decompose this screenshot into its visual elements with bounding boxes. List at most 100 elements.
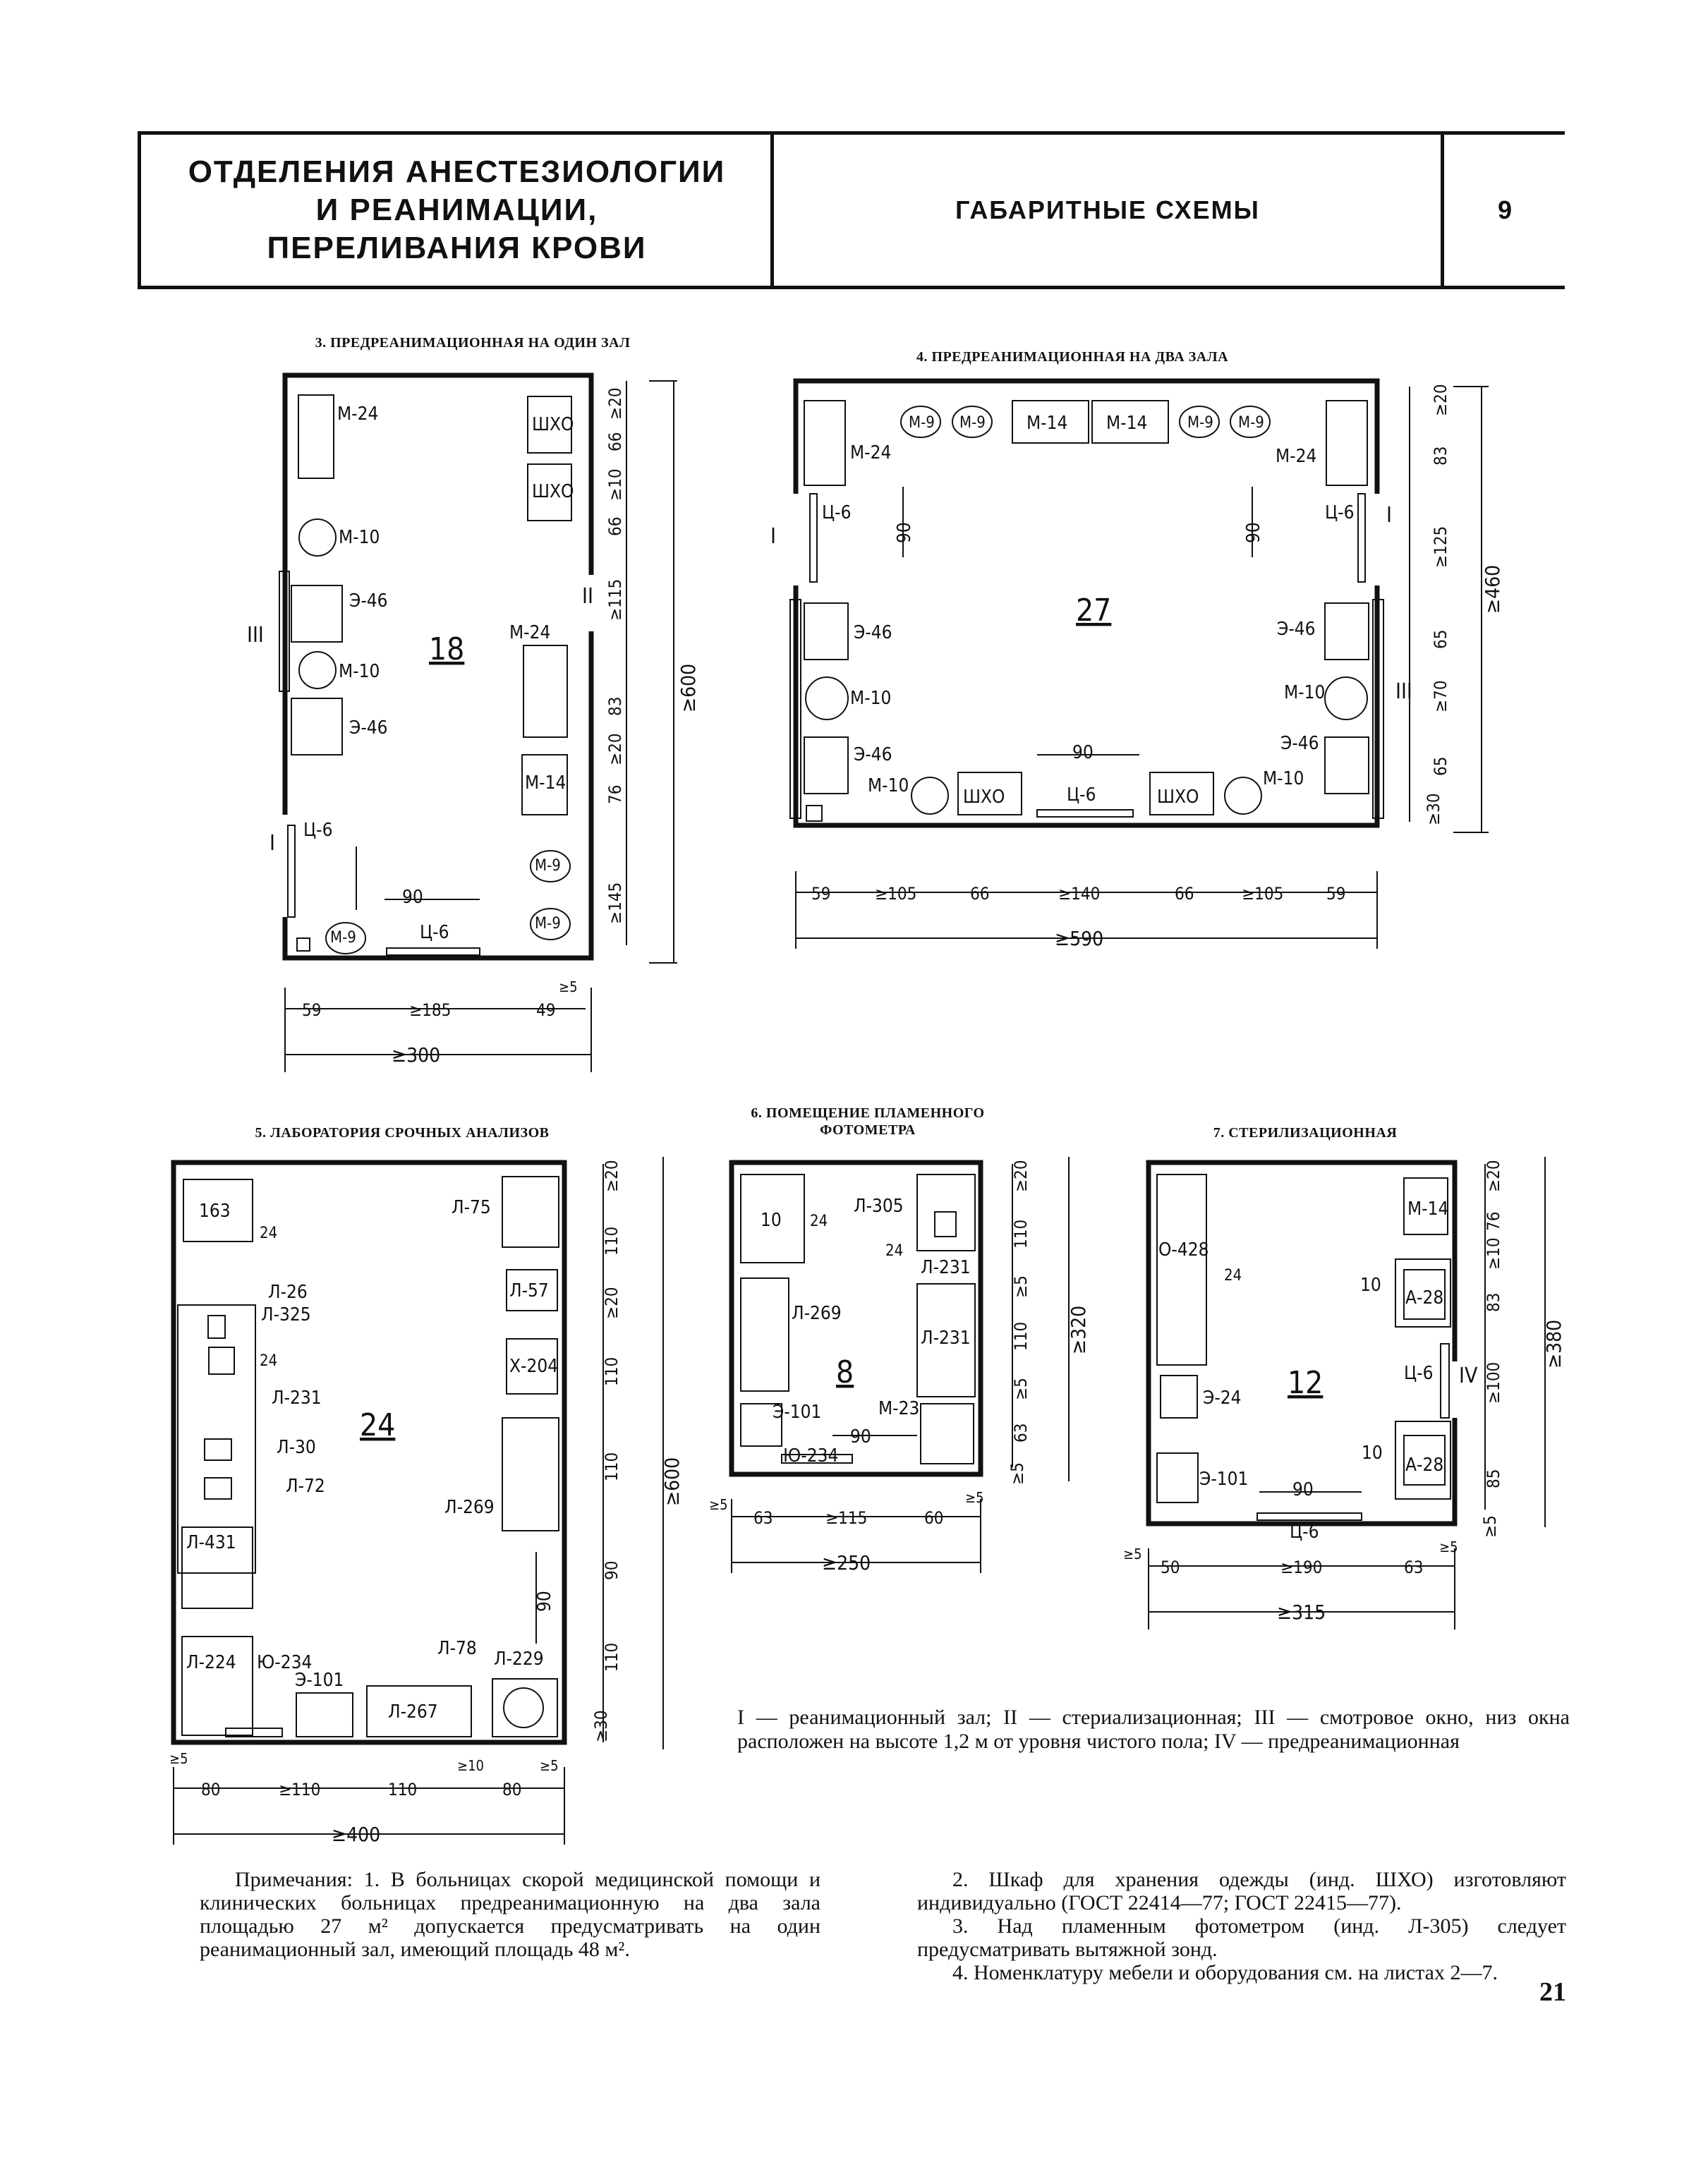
stool-m10 xyxy=(298,651,337,689)
plan-4 xyxy=(789,378,1489,949)
dim-label: 66 xyxy=(605,432,625,451)
label: Ц-6 xyxy=(1067,784,1096,806)
label: Ц-6 xyxy=(420,922,449,943)
label: М-14 xyxy=(525,772,566,794)
roman-mark: I xyxy=(1386,503,1392,528)
dim-label: 60 xyxy=(924,1508,943,1528)
roman-mark: I xyxy=(770,524,776,549)
label: Л-431 xyxy=(186,1532,236,1553)
label: Л-229 xyxy=(494,1649,544,1670)
label: 90 xyxy=(1292,1479,1314,1500)
label: Л-305 xyxy=(854,1196,904,1217)
dim-label: 76 xyxy=(1484,1212,1503,1231)
plan-4-walls xyxy=(793,378,1380,828)
table-m24 xyxy=(298,394,334,479)
label: А-28 xyxy=(1405,1287,1443,1309)
table-m14 xyxy=(521,754,568,815)
device-e46 xyxy=(291,698,343,755)
wardrobe-shkho xyxy=(527,396,572,454)
plan-7 xyxy=(1146,1157,1546,1629)
plan-3 xyxy=(279,372,677,1072)
label: Л-325 xyxy=(261,1304,311,1325)
label: 90 xyxy=(1072,742,1094,763)
dim-label: ≥30 xyxy=(1424,793,1443,825)
dim-label: 83 xyxy=(605,697,625,716)
roman-mark: III xyxy=(1395,679,1412,704)
dim-label: 110 xyxy=(1011,1220,1031,1249)
label: М-23 xyxy=(878,1398,919,1419)
table-m24 xyxy=(523,645,568,738)
label: Л-26 xyxy=(268,1282,308,1303)
label: Э-101 xyxy=(295,1670,344,1691)
label: М-9 xyxy=(1238,414,1264,432)
label: Ц-6 xyxy=(1290,1522,1319,1543)
dim-label: ≥250 xyxy=(822,1551,871,1574)
label: ШХО xyxy=(963,787,1005,808)
plan-3-walls xyxy=(282,372,594,961)
plan-5-title: 5. ЛАБОРАТОРИЯ СРОЧНЫХ АНАЛИЗОВ xyxy=(255,1125,550,1141)
label: Х-204 xyxy=(509,1356,558,1377)
dim-label: ≥600 xyxy=(660,1457,684,1506)
label: Ц-6 xyxy=(1325,502,1355,523)
label: 10 xyxy=(1362,1443,1383,1464)
label: М-9 xyxy=(535,915,561,933)
table-m24 xyxy=(1326,400,1368,486)
dim-label: ≥300 xyxy=(392,1043,440,1067)
dim-label: ≥70 xyxy=(1431,680,1450,712)
label: 163 xyxy=(199,1201,231,1222)
room-area: 27 xyxy=(1076,593,1111,629)
label: ШХО xyxy=(532,481,574,502)
label: Л-57 xyxy=(509,1280,549,1301)
label: Л-72 xyxy=(286,1476,325,1497)
dim-label: ≥125 xyxy=(1431,526,1450,568)
dim-label: 63 xyxy=(1404,1558,1423,1577)
label: Ц-6 xyxy=(1404,1363,1434,1384)
label: 10 xyxy=(1360,1275,1381,1296)
dim-label: 110 xyxy=(602,1227,622,1256)
dim-label: ≥600 xyxy=(677,664,700,712)
label: О-428 xyxy=(1158,1239,1209,1261)
label: М-10 xyxy=(339,661,380,682)
label: 90 xyxy=(402,887,423,908)
label: Л-269 xyxy=(792,1303,842,1324)
plan-legend: I — реанимационный зал; II — стериализац… xyxy=(737,1706,1570,1753)
chair-m9 xyxy=(325,922,366,954)
label: 24 xyxy=(260,1225,277,1242)
dim-label: ≥190 xyxy=(1280,1558,1322,1577)
label: М-9 xyxy=(535,857,561,875)
dim-label: ≥5 xyxy=(169,1750,188,1767)
plan-6-walls xyxy=(729,1160,983,1477)
dim-label: 50 xyxy=(1161,1558,1180,1577)
dim-label: 83 xyxy=(1484,1293,1503,1312)
label: Ц-6 xyxy=(303,820,333,841)
label: М-10 xyxy=(850,688,891,709)
label: 90 xyxy=(894,522,915,543)
dim-label: ≥5 xyxy=(709,1496,728,1513)
label: 10 xyxy=(761,1210,782,1231)
header-divider xyxy=(1441,135,1444,286)
label: Э-46 xyxy=(1277,619,1316,640)
label: Л-231 xyxy=(921,1328,971,1349)
label: Л-30 xyxy=(277,1437,316,1458)
label: М-9 xyxy=(959,414,986,432)
dim-label: 110 xyxy=(602,1643,622,1672)
dim-label: ≥320 xyxy=(1067,1306,1090,1354)
label: Л-78 xyxy=(437,1638,477,1659)
dim-label: 110 xyxy=(602,1357,622,1386)
plan-5 xyxy=(171,1157,664,1845)
label: 24 xyxy=(260,1352,277,1370)
label: М-14 xyxy=(1407,1198,1448,1220)
plan-6-title: 6. ПОМЕЩЕНИЕ ПЛАМЕННОГО ФОТОМЕТРА xyxy=(751,1105,985,1138)
plan-5-walls xyxy=(171,1160,567,1745)
note-3: 3. Над пламенным фотометром (инд. Л-305)… xyxy=(917,1914,1566,1961)
dim-label: ≥100 xyxy=(1484,1362,1503,1404)
dim-label: ≥115 xyxy=(825,1508,867,1528)
plan-4-title: 4. ПРЕДРЕАНИМАЦИОННАЯ НА ДВА ЗАЛА xyxy=(916,349,1229,365)
dim-label: ≥20 xyxy=(1011,1160,1031,1192)
dim-label: ≥5 xyxy=(1007,1462,1027,1485)
notes-left: Примечания: 1. В больницах скорой медици… xyxy=(200,1868,820,1961)
label: Л-267 xyxy=(388,1701,438,1723)
label: Э-46 xyxy=(1280,733,1319,754)
plan-7-walls xyxy=(1146,1160,1458,1526)
